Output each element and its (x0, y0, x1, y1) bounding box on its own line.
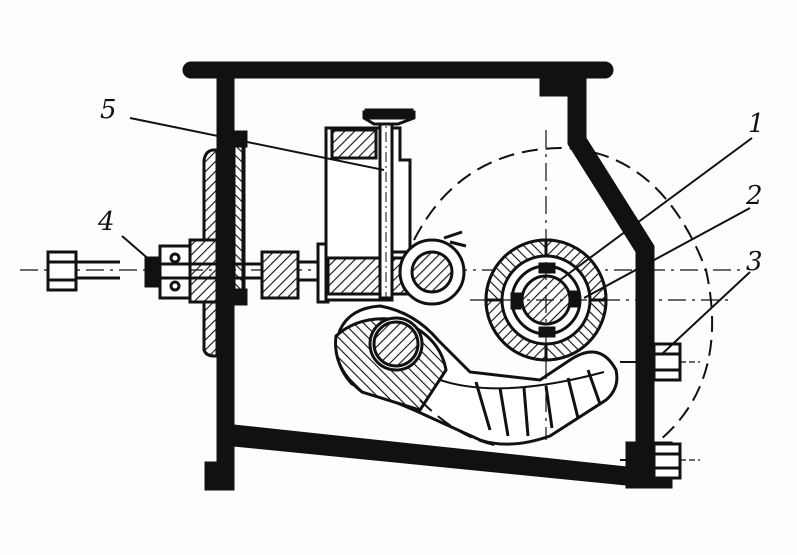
bolt-lower (652, 442, 682, 480)
seal-nut (144, 256, 162, 288)
leader-4 (121, 235, 153, 263)
wall-flange (188, 130, 248, 358)
callout-3: 3 (746, 247, 763, 277)
swing-arcs (413, 146, 714, 447)
top-cover (182, 61, 614, 79)
leader-3 (661, 271, 751, 355)
callout-5: 5 (100, 95, 117, 125)
top-right-lip (539, 75, 587, 97)
left-foot (204, 461, 235, 491)
callout-2: 2 (745, 181, 763, 211)
ratchet-wheel (470, 130, 730, 440)
leader-lines (121, 117, 753, 355)
vertical-pin (378, 120, 394, 300)
callout-4: 4 (97, 207, 115, 237)
upper-roller (398, 230, 467, 306)
bottom-floor (233, 424, 637, 487)
right-bolts (620, 342, 700, 480)
leader-1 (559, 137, 753, 281)
coupling (260, 250, 300, 300)
leader-2 (583, 207, 751, 299)
leader-5 (129, 117, 385, 171)
shaft-assembly (20, 242, 740, 304)
lever-arm (334, 304, 619, 446)
bolt-head-left (46, 250, 78, 292)
callout-1: 1 (748, 109, 765, 139)
